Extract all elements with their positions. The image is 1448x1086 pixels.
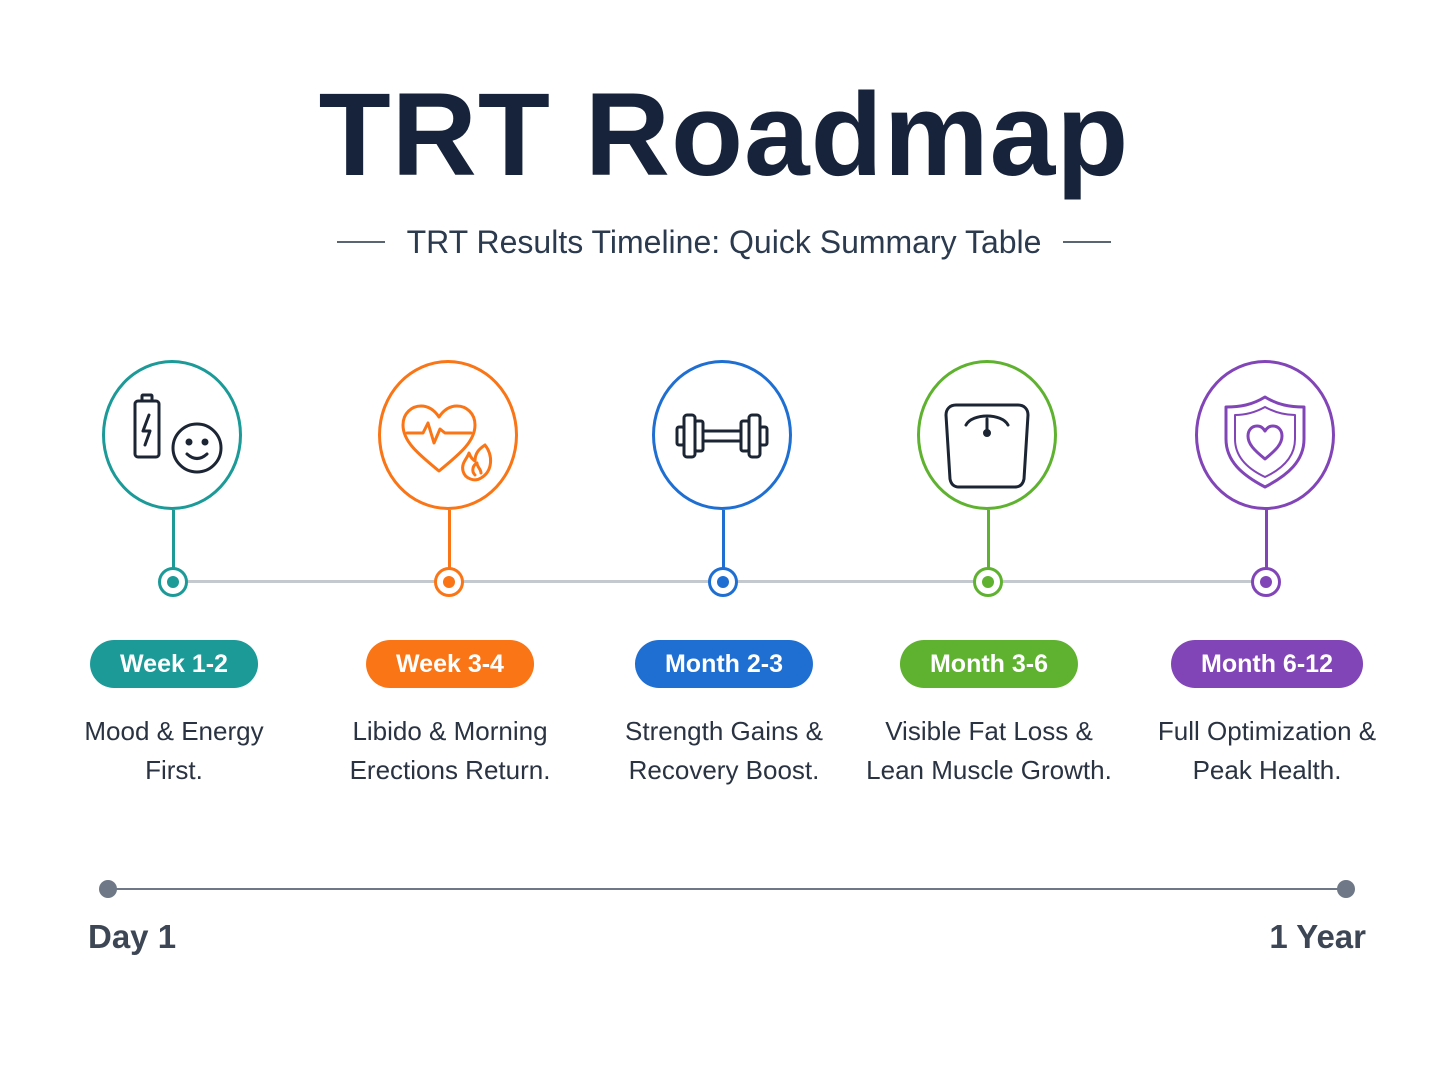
period-badge: Month 2-3 — [634, 640, 814, 688]
period-badge: Week 3-4 — [366, 640, 534, 688]
stage-connector — [1265, 510, 1268, 580]
stage-description-line: Erections Return. — [349, 755, 551, 785]
stage-connector — [722, 510, 725, 580]
stage-description: Libido & Morning Erections Return. — [300, 712, 600, 790]
stage-connector — [172, 510, 175, 580]
stage-description-line: Visible Fat Loss & — [885, 716, 1093, 746]
battery-smile-icon — [133, 393, 223, 474]
range-end-label: 1 Year — [1269, 918, 1366, 955]
period-badge: Month 3-6 — [899, 640, 1079, 688]
timeline-node — [708, 567, 738, 597]
stage-month-3-6: Month 3-6 Visible Fat Loss & Lean Muscle… — [839, 360, 1139, 800]
page-title: TRT Roadmap — [318, 69, 1130, 201]
stage-description: Mood & Energy First. — [24, 712, 324, 790]
scale-icon — [944, 403, 1030, 489]
stage-icon-circle — [378, 360, 518, 510]
stage-icon-circle — [102, 360, 242, 510]
stage-description-line: Full Optimization & — [1157, 716, 1377, 746]
stage-description-line: Libido & Morning — [352, 716, 548, 746]
stage-connector — [448, 510, 451, 580]
stage-description-line: First. — [145, 755, 203, 785]
stage-description: Strength Gains & Recovery Boost. — [574, 712, 874, 790]
timeline-node-dot — [443, 576, 455, 588]
stage-icon-circle — [652, 360, 792, 510]
timeline-node-dot — [717, 576, 729, 588]
stage-week-1-2: Week 1-2 Mood & Energy First. — [24, 360, 324, 800]
stage-description-line: Strength Gains & — [625, 716, 823, 746]
dumbbell-icon — [675, 413, 769, 459]
period-badge: Week 1-2 — [90, 640, 258, 688]
stage-description-line: Peak Health. — [1192, 755, 1342, 785]
stage-description-line: Mood & Energy — [84, 716, 264, 746]
subtitle-row: TRT Results Timeline: Quick Summary Tabl… — [0, 222, 1448, 262]
timeline-node — [973, 567, 1003, 597]
timeline-node-dot — [167, 576, 179, 588]
range-start-dot — [99, 880, 117, 898]
period-badge: Month 6-12 — [1171, 640, 1363, 688]
range-end-dot — [1337, 880, 1355, 898]
timeline-node — [1251, 567, 1281, 597]
shield-heart-icon — [1224, 395, 1306, 489]
timeline-node-dot — [1260, 576, 1272, 588]
stage-icon-circle — [1195, 360, 1335, 510]
timeline-node — [434, 567, 464, 597]
stage-description-line: Lean Muscle Growth. — [866, 755, 1112, 785]
heart-flame-icon — [401, 404, 492, 482]
timeline-node-dot — [982, 576, 994, 588]
stage-description: Full Optimization & Peak Health. — [1117, 712, 1417, 790]
stage-connector — [987, 510, 990, 580]
subtitle: TRT Results Timeline: Quick Summary Tabl… — [406, 223, 1042, 260]
range-start-label: Day 1 — [88, 918, 177, 955]
stage-icon-circle — [917, 360, 1057, 510]
subtitle-right-rule — [1063, 241, 1112, 243]
range-line — [108, 888, 1346, 890]
subtitle-left-rule — [336, 241, 385, 243]
stage-month-6-12: Month 6-12 Full Optimization & Peak Heal… — [1117, 360, 1417, 800]
stage-week-3-4: Week 3-4 Libido & Morning Erections Retu… — [300, 360, 600, 800]
timeline-node — [158, 567, 188, 597]
stage-description-line: Recovery Boost. — [628, 755, 820, 785]
stage-description: Visible Fat Loss & Lean Muscle Growth. — [839, 712, 1139, 790]
stage-month-2-3: Month 2-3 Strength Gains & Recovery Boos… — [574, 360, 874, 800]
